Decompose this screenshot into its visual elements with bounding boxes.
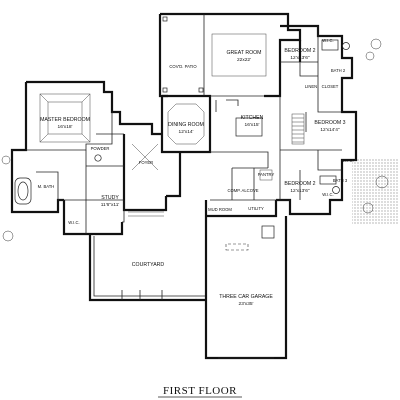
m-bath-label: M. BATH (38, 184, 55, 189)
courtyard-label: COURTYARD (132, 262, 165, 268)
dining-room-size: 12'x14' (179, 129, 194, 135)
interior-walls (26, 14, 342, 234)
shrub-icon (365, 51, 375, 61)
dining-room-label: DINING ROOM (168, 122, 204, 128)
powder-label: POWDER (91, 146, 110, 151)
bedroom2-bottom-label: BEDROOM 2 (284, 181, 315, 187)
foyer-label: FOYER (139, 160, 153, 165)
shrub-icon (2, 230, 14, 242)
utility-label: UTILITY (248, 206, 264, 211)
closet-label: CLOSET (322, 84, 339, 89)
bedroom2-top-size: 12'x13'6" (290, 55, 310, 61)
bath3-label: BATH 3 (333, 178, 348, 183)
bedroom3-label: BEDROOM 3 (314, 120, 345, 126)
garage-size: 23'x35' (239, 301, 254, 307)
study-size: 11'6"x11' (101, 202, 120, 208)
master-bedroom-label: MASTER BEDROOM (40, 117, 90, 123)
wic-top-label: W.I.C. (322, 38, 333, 43)
room-labels: GREAT ROOM 22x22' COV'D. PATIO DINING RO… (38, 38, 354, 307)
bath2-label: BATH 2 (331, 68, 346, 73)
mud-room-label: MUD ROOM (208, 207, 232, 212)
bedroom2-bottom-size: 12'x13'6" (290, 188, 310, 194)
study-label: STUDY (101, 195, 119, 201)
wic-bottom-label: W.I.C. (342, 158, 353, 163)
pantry-label: PANTRY (258, 172, 275, 177)
linen-label: LINEN (305, 84, 317, 89)
great-room-size: 22x22' (237, 57, 251, 63)
shrub-icon (362, 202, 374, 214)
fixtures (14, 16, 350, 359)
great-room-label: GREAT ROOM (227, 50, 262, 56)
bedroom2-top-label: BEDROOM 2 (284, 48, 315, 54)
kitchen-size: 16'x15' (245, 122, 260, 128)
kitchen-label: KITCHEN (241, 115, 264, 121)
floor-title: FIRST FLOOR (163, 385, 237, 397)
wic-bath3-label: W.I.C. (322, 192, 333, 197)
shrub-icon (375, 175, 389, 189)
stipple-patio (352, 158, 398, 224)
bedroom3-size: 12'x14'4" (320, 127, 340, 133)
shrub-icon (370, 38, 382, 50)
shrub-icon (1, 155, 11, 165)
wic-master-label: W.I.C. (68, 220, 79, 225)
master-bedroom-size: 16'x18' (58, 124, 73, 130)
covd-patio-label: COV'D. PATIO (169, 64, 197, 69)
landscape (1, 38, 398, 242)
comp-alcove-label: COMP. ALCOVE (227, 188, 258, 193)
stairs (291, 113, 305, 145)
garage-label: THREE CAR GARAGE (219, 294, 273, 300)
